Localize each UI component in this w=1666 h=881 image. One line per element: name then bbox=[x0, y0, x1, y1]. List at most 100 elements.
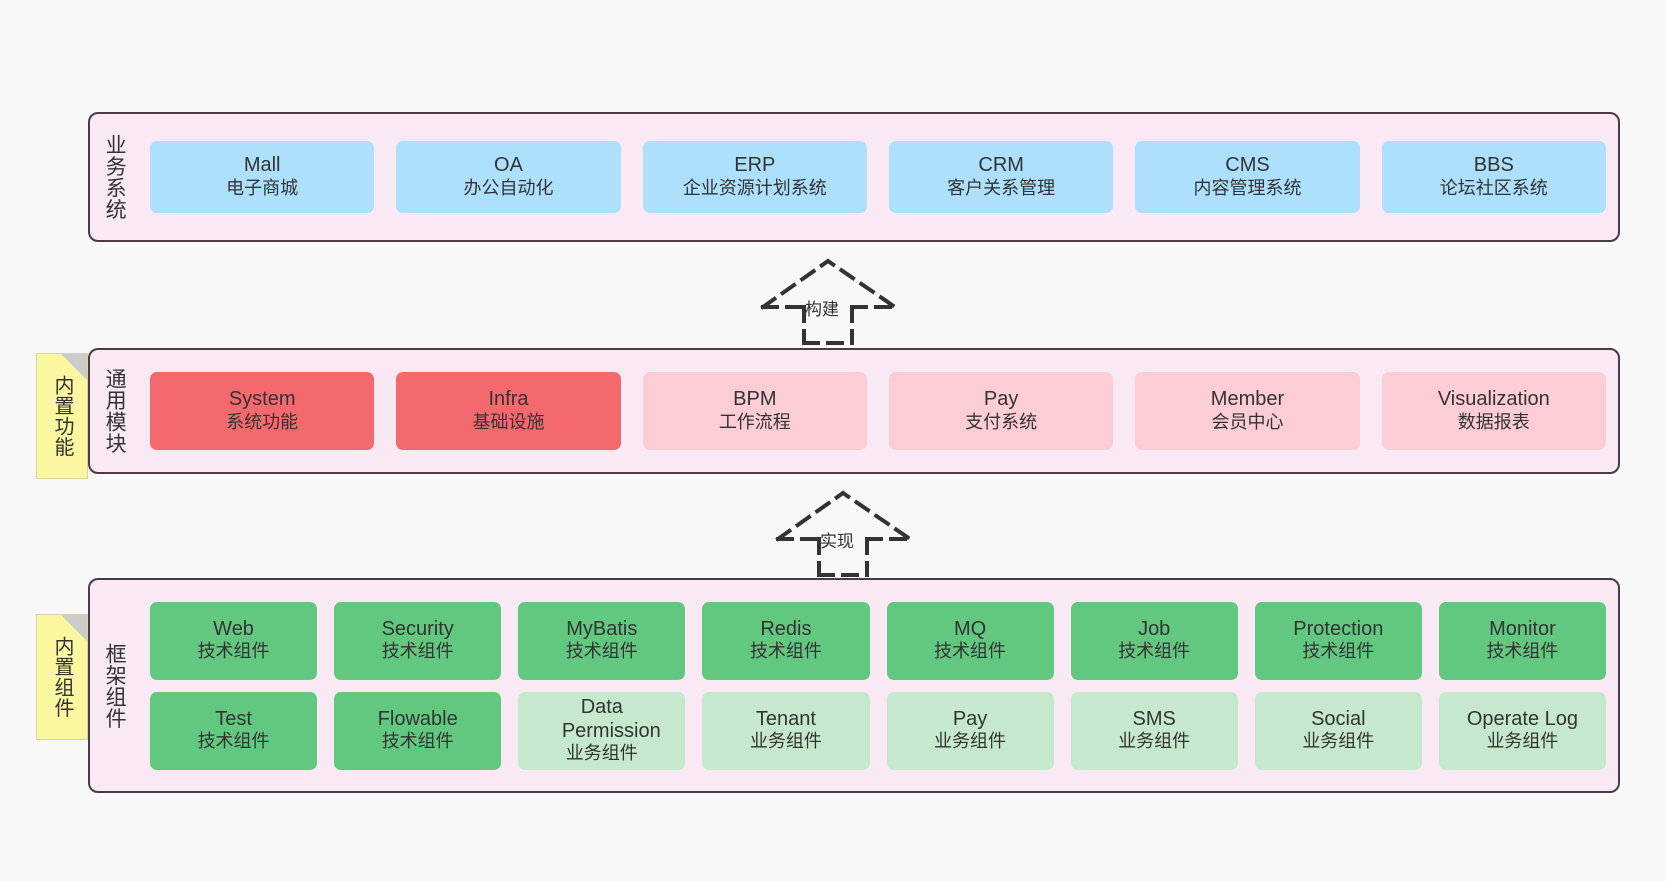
module-name-cn: 办公自动化 bbox=[463, 177, 554, 198]
module-card-protection[interactable]: Protection 技术组件 bbox=[1254, 601, 1422, 680]
module-card-test[interactable]: Test 技术组件 bbox=[150, 691, 318, 770]
module-card-infra[interactable]: Infra 基础设施 bbox=[396, 372, 621, 450]
layer-business-system: 业务系统 Mall 电子商城 OA 办公自动化 ERP 企业资源计划系统 CRM… bbox=[88, 112, 1620, 242]
module-name-en: Security bbox=[381, 617, 454, 640]
module-name-cn: 基础设施 bbox=[472, 411, 545, 432]
generalization-arrow-icon bbox=[760, 258, 898, 347]
sticky-note-text: 内置功能 bbox=[51, 375, 73, 457]
layer-title-business-system: 业务系统 bbox=[103, 134, 127, 220]
module-name-en: Protection bbox=[1293, 617, 1384, 640]
module-card-mq[interactable]: MQ 技术组件 bbox=[886, 601, 1054, 680]
module-card-job[interactable]: Job 技术组件 bbox=[1070, 601, 1238, 680]
module-card-oa[interactable]: OA 办公自动化 bbox=[396, 141, 621, 213]
connector-build: 构建 bbox=[755, 255, 905, 347]
module-card-web[interactable]: Web 技术组件 bbox=[150, 601, 318, 680]
module-name-en: Infra bbox=[488, 388, 529, 411]
connector-label-implement: 实现 bbox=[820, 532, 854, 551]
module-name-cn: 电子商城 bbox=[226, 177, 299, 198]
connector-label-build: 构建 bbox=[805, 300, 839, 319]
module-name-en: Member bbox=[1210, 388, 1285, 411]
module-name-en: Monitor bbox=[1489, 617, 1556, 640]
module-name-en: Tenant bbox=[755, 707, 816, 730]
module-name-cn: 数据报表 bbox=[1457, 411, 1530, 432]
module-card-erp[interactable]: ERP 企业资源计划系统 bbox=[642, 141, 867, 213]
module-card-monitor[interactable]: Monitor 技术组件 bbox=[1438, 601, 1606, 680]
module-name-en: Visualization bbox=[1437, 388, 1550, 411]
module-name-en: Pay bbox=[983, 388, 1019, 411]
module-name-en: Web bbox=[213, 617, 254, 640]
module-name-cn: 技术组件 bbox=[749, 641, 822, 662]
module-card-sms[interactable]: SMS 业务组件 bbox=[1070, 691, 1238, 770]
module-card-visualization[interactable]: Visualization 数据报表 bbox=[1381, 372, 1606, 450]
module-card-redis[interactable]: Redis 技术组件 bbox=[702, 601, 870, 680]
module-name-en: BBS bbox=[1473, 154, 1514, 177]
page-fold-icon bbox=[61, 354, 87, 380]
module-name-cn: 内容管理系统 bbox=[1193, 177, 1302, 198]
module-card-cms[interactable]: CMS 内容管理系统 bbox=[1135, 141, 1360, 213]
layer-body-common-module: System 系统功能 Infra 基础设施 BPM 工作流程 Pay 支付系统… bbox=[138, 350, 1618, 472]
module-name-cn: 系统功能 bbox=[226, 411, 299, 432]
layer-row: Web 技术组件 Security 技术组件 MyBatis 技术组件 Redi… bbox=[150, 601, 1606, 680]
layer-body-business-system: Mall 电子商城 OA 办公自动化 ERP 企业资源计划系统 CRM 客户关系… bbox=[138, 114, 1618, 240]
module-name-cn: 业务组件 bbox=[1118, 731, 1191, 752]
module-name-en: SMS bbox=[1132, 707, 1176, 730]
page-fold-icon bbox=[61, 615, 87, 641]
module-name-en: Social bbox=[1311, 707, 1366, 730]
module-name-cn: 技术组件 bbox=[197, 731, 270, 752]
module-card-mybatis[interactable]: MyBatis 技术组件 bbox=[518, 601, 686, 680]
module-name-cn: 技术组件 bbox=[197, 641, 270, 662]
module-name-cn: 会员中心 bbox=[1211, 411, 1284, 432]
module-card-member[interactable]: Member 会员中心 bbox=[1135, 372, 1360, 450]
layer-row: Mall 电子商城 OA 办公自动化 ERP 企业资源计划系统 CRM 客户关系… bbox=[150, 141, 1606, 213]
module-name-cn: 技术组件 bbox=[1302, 641, 1375, 662]
module-card-system[interactable]: System 系统功能 bbox=[150, 372, 375, 450]
module-name-en: Flowable bbox=[377, 707, 458, 730]
module-name-en: BPM bbox=[733, 388, 777, 411]
module-name-cn: 业务组件 bbox=[934, 731, 1007, 752]
module-name-cn: 工作流程 bbox=[718, 411, 791, 432]
module-name-cn: 技术组件 bbox=[1118, 641, 1191, 662]
module-name-en: Data Permission bbox=[561, 695, 661, 742]
module-name-en: Test bbox=[215, 707, 252, 730]
module-card-bpm[interactable]: BPM 工作流程 bbox=[642, 372, 867, 450]
layer-row: Test 技术组件 Flowable 技术组件 Data Permission … bbox=[150, 691, 1606, 770]
module-card-pay[interactable]: Pay 支付系统 bbox=[888, 372, 1114, 450]
module-name-cn: 客户关系管理 bbox=[947, 177, 1056, 198]
module-card-crm[interactable]: CRM 客户关系管理 bbox=[888, 141, 1114, 213]
module-card-bbs[interactable]: BBS 论坛社区系统 bbox=[1381, 141, 1606, 213]
module-name-en: Operate Log bbox=[1466, 707, 1579, 730]
module-name-en: Mall bbox=[243, 154, 281, 177]
module-name-cn: 业务组件 bbox=[1486, 731, 1559, 752]
connector-implement: 实现 bbox=[770, 487, 920, 579]
sticky-note-text: 内置组件 bbox=[51, 636, 73, 718]
module-name-cn: 技术组件 bbox=[381, 731, 454, 752]
module-name-cn: 技术组件 bbox=[565, 641, 638, 662]
module-card-operate-log[interactable]: Operate Log 业务组件 bbox=[1438, 691, 1606, 770]
generalization-arrow-icon bbox=[775, 490, 913, 579]
module-name-cn: 业务组件 bbox=[565, 743, 638, 764]
layer-title-framework-component: 框架组件 bbox=[103, 642, 127, 729]
module-name-cn: 论坛社区系统 bbox=[1439, 177, 1548, 198]
module-name-cn: 企业资源计划系统 bbox=[682, 177, 827, 198]
module-card-tenant[interactable]: Tenant 业务组件 bbox=[702, 691, 870, 770]
layer-common-module: 通用模块 System 系统功能 Infra 基础设施 BPM 工作流程 Pay… bbox=[88, 348, 1620, 474]
sticky-note-builtin-function: 内置功能 bbox=[36, 353, 88, 479]
module-name-cn: 业务组件 bbox=[1302, 731, 1375, 752]
module-name-en: MyBatis bbox=[566, 617, 638, 640]
layer-body-framework-component: Web 技术组件 Security 技术组件 MyBatis 技术组件 Redi… bbox=[138, 580, 1618, 791]
module-card-pay-business[interactable]: Pay 业务组件 bbox=[886, 691, 1054, 770]
module-card-mall[interactable]: Mall 电子商城 bbox=[150, 141, 375, 213]
module-card-data-permission[interactable]: Data Permission 业务组件 bbox=[518, 691, 686, 770]
module-name-en: CRM bbox=[978, 154, 1024, 177]
module-name-en: Job bbox=[1138, 617, 1171, 640]
module-card-security[interactable]: Security 技术组件 bbox=[334, 601, 502, 680]
module-name-cn: 业务组件 bbox=[749, 731, 822, 752]
module-name-cn: 技术组件 bbox=[934, 641, 1007, 662]
module-name-en: CMS bbox=[1225, 154, 1270, 177]
module-name-en: MQ bbox=[953, 617, 987, 640]
layer-row: System 系统功能 Infra 基础设施 BPM 工作流程 Pay 支付系统… bbox=[150, 372, 1606, 450]
module-name-en: OA bbox=[494, 154, 523, 177]
module-card-flowable[interactable]: Flowable 技术组件 bbox=[334, 691, 502, 770]
module-name-cn: 支付系统 bbox=[965, 411, 1038, 432]
module-card-social[interactable]: Social 业务组件 bbox=[1254, 691, 1422, 770]
